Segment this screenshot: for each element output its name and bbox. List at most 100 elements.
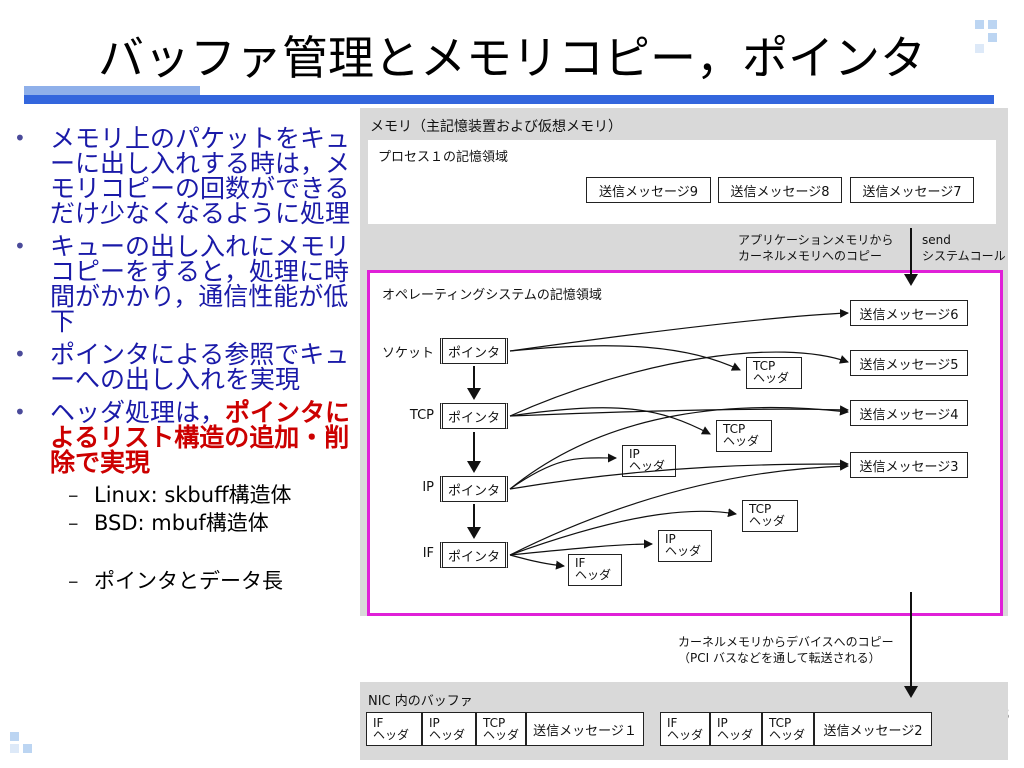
header-line: ヘッダ <box>667 728 704 742</box>
nic-label: NIC 内のバッファ <box>368 694 473 709</box>
connector-arrows <box>467 228 918 698</box>
bullet-text: キューの出し入れにメモリコピーをすると，処理に時間がかかり，通信性能が低下 <box>50 232 351 336</box>
send-syscall-line: send <box>922 233 951 247</box>
copy-note-line: カーネルメモリへのコピー <box>738 249 883 263</box>
copy-note-line: アプリケーションメモリから <box>738 233 894 247</box>
layer-label-if: IF <box>422 546 434 561</box>
device-copy-line: （PCI バスなどを通して転送される） <box>678 651 881 665</box>
header-line: TCP <box>723 422 746 436</box>
header-line: ヘッダ <box>373 728 410 742</box>
subbullet-text: Linux: skbuff構造体 <box>94 483 292 507</box>
header-line: ヘッダ <box>483 728 520 742</box>
pointer-arrow <box>509 554 565 570</box>
bullet-highlight-text: ポインタによるリスト構造の追加・削除で実現 <box>50 398 351 477</box>
process-label: プロセス１の記憶領域 <box>378 150 509 165</box>
header-line: IP <box>665 532 676 546</box>
os-label: オペレーティングシステムの記憶領域 <box>382 288 602 303</box>
send-syscall-line: システムコール <box>922 249 1006 263</box>
header-line: TCP <box>483 716 506 730</box>
corner-square <box>975 20 984 29</box>
send-syscall-note: send システムコール <box>922 232 1006 264</box>
pointer-arrow <box>509 351 849 417</box>
layer-label-tcp: TCP <box>409 408 434 423</box>
header-line: IF <box>667 716 678 730</box>
pointer-arrow <box>509 539 653 556</box>
corner-square <box>23 744 32 753</box>
header-line: IF <box>373 716 384 730</box>
title-underline <box>24 95 994 104</box>
memory-diagram: メモリ（主記憶装置および仮想メモリ） プロセス１の記憶領域 送信メッセージ9 送… <box>360 108 1008 760</box>
corner-square <box>10 732 19 741</box>
corner-square <box>975 44 984 53</box>
corner-square <box>10 744 19 753</box>
subbullet-item: –BSD: mbuf構造体 <box>68 511 269 535</box>
bullet-text: メモリ上のパケットをキューに出し入れする時は，メモリコピーの回数ができるだけ少な… <box>50 124 351 228</box>
pointer-arrow <box>509 459 849 490</box>
bullet-text: ヘッダ処理は， <box>50 398 226 427</box>
device-copy-line: カーネルメモリからデバイスへのコピー <box>678 635 894 649</box>
app-message-box: 送信メッセージ9 <box>586 177 711 203</box>
pointer-arrow <box>509 508 737 556</box>
title-accent-bar <box>24 86 200 95</box>
corner-square <box>988 33 997 42</box>
bullet-item: •ヘッダ処理は，ポインタによるリスト構造の追加・削除で実現 <box>14 398 351 477</box>
pointer-arrow <box>509 345 741 371</box>
memory-label: メモリ（主記憶装置および仮想メモリ） <box>370 119 622 135</box>
bullet-item: •メモリ上のパケットをキューに出し入れする時は，メモリコピーの回数ができるだけ少… <box>14 124 351 228</box>
header-line: ヘッダ <box>629 459 666 473</box>
kernel-message-box: 送信メッセージ3 <box>850 452 968 478</box>
app-message-box: 送信メッセージ7 <box>850 177 974 203</box>
kernel-message-box: 送信メッセージ6 <box>850 300 968 326</box>
slide-title: バッファ管理とメモリコピー，ポインタ <box>98 31 926 85</box>
bullet-list: •メモリ上のパケットをキューに出し入れする時は，メモリコピーの回数ができるだけ少… <box>10 126 355 597</box>
pointer-arrow <box>509 407 711 435</box>
kernel-message-box: 送信メッセージ4 <box>850 400 968 426</box>
socket-pointer-box: ポインタ <box>440 338 508 364</box>
header-line: ヘッダ <box>723 434 760 448</box>
if-pointer-box: ポインタ <box>440 542 508 568</box>
subbullet-text: ポインタとデータ長 <box>94 569 283 593</box>
app-message-box: 送信メッセージ8 <box>718 177 842 203</box>
device-copy-note: カーネルメモリからデバイスへのコピー （PCI バスなどを通して転送される） <box>678 634 894 666</box>
nic-message-box: 送信メッセージ2 <box>814 712 932 746</box>
bullet-item: •キューの出し入れにメモリコピーをすると，処理に時間がかかり，通信性能が低下 <box>14 232 351 336</box>
header-line: IP <box>429 716 440 730</box>
header-line: TCP <box>749 502 772 516</box>
header-line: ヘッダ <box>429 728 466 742</box>
subbullet-item: –Linux: skbuff構造体 <box>68 483 292 507</box>
bullet-text: ポインタによる参照でキューへの出し入れを実現 <box>50 340 350 394</box>
pointer-arrow <box>509 461 849 556</box>
pointer-arrow <box>509 308 849 352</box>
kernel-message-box: 送信メッセージ5 <box>850 350 968 376</box>
copy-note: アプリケーションメモリから カーネルメモリへのコピー <box>738 232 893 264</box>
subbullet-item: –ポインタとデータ長 <box>68 569 283 593</box>
header-line: IF <box>575 556 586 570</box>
layer-label-ip: IP <box>422 480 434 495</box>
nic-message-box: 送信メッセージ１ <box>526 712 644 746</box>
header-line: TCP <box>769 716 792 730</box>
header-line: ヘッダ <box>665 544 702 558</box>
header-line: IP <box>629 447 640 461</box>
header-line: ヘッダ <box>769 728 806 742</box>
bullet-item: •ポインタによる参照でキューへの出し入れを実現 <box>14 340 350 394</box>
header-line: ヘッダ <box>749 514 786 528</box>
tcp-pointer-box: ポインタ <box>440 403 508 429</box>
header-line: ヘッダ <box>717 728 754 742</box>
ip-pointer-box: ポインタ <box>440 476 508 502</box>
layer-label-socket: ソケット <box>381 346 434 361</box>
header-line: IP <box>717 716 728 730</box>
corner-square <box>988 20 997 29</box>
header-line: TCP <box>753 359 776 373</box>
